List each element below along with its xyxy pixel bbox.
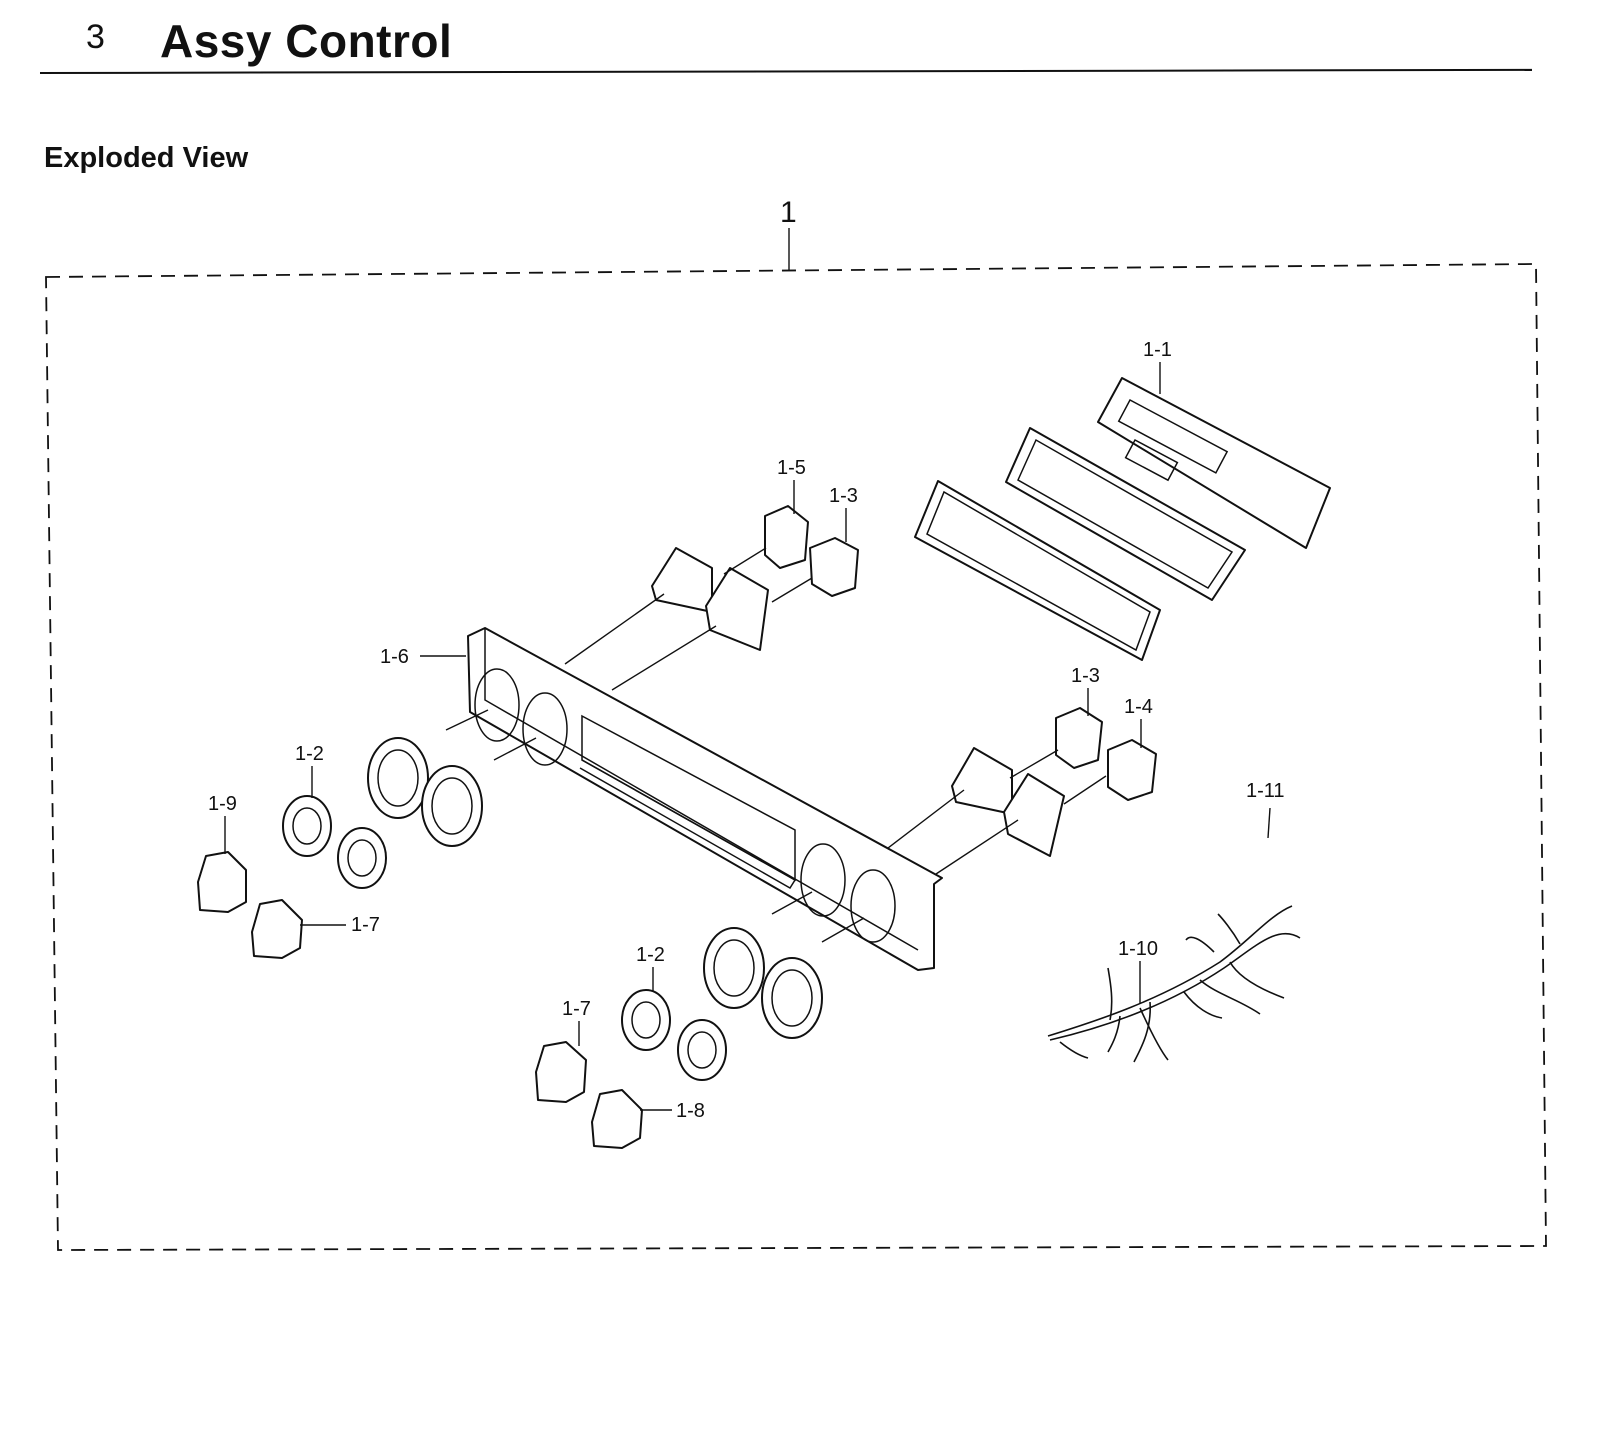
callout-1-6: 1-6	[380, 646, 409, 668]
callout-1-10: 1-10	[1118, 938, 1158, 960]
bracket-lower-right	[951, 747, 1065, 857]
assembly-label: 1	[780, 196, 797, 229]
page-title: Assy Control	[160, 15, 453, 67]
knob-rings-left	[282, 795, 387, 889]
display-frame-front	[1005, 427, 1246, 601]
touch-control-board	[1097, 377, 1331, 549]
knob-bezels-left	[367, 737, 483, 847]
switch-block-1-4	[1107, 739, 1157, 801]
switch-block-1-3-top	[809, 537, 859, 597]
callout-1-4: 1-4	[1124, 696, 1153, 718]
callout-1-7-bottom: 1-7	[562, 998, 591, 1020]
switch-block-1-5	[764, 505, 809, 569]
section-subtitle: Exploded View	[44, 142, 249, 174]
callout-1-8: 1-8	[676, 1100, 705, 1122]
callout-1-11: 1-11	[1246, 780, 1285, 802]
section-number: 3	[86, 18, 105, 56]
control-panel-part	[467, 627, 943, 971]
knob-bezels-bottom	[703, 927, 823, 1039]
callout-1-2-bottom: 1-2	[636, 944, 665, 966]
wire-harness	[1047, 905, 1301, 1063]
callout-1-7-left: 1-7	[351, 914, 380, 936]
knobs-left	[197, 851, 303, 959]
callout-1-5: 1-5	[777, 457, 806, 479]
callout-1-1: 1-1	[1143, 339, 1172, 361]
callout-1-9: 1-9	[208, 793, 237, 815]
callout-1-3-right: 1-3	[1071, 665, 1100, 687]
switch-block-1-3-right	[1055, 707, 1103, 769]
callout-1-3-top: 1-3	[829, 485, 858, 507]
callout-1-2-left: 1-2	[295, 743, 324, 765]
bracket-upper-left	[651, 547, 769, 651]
assembly-boundary	[45, 263, 1547, 1251]
knob-rings-bottom	[621, 989, 727, 1081]
knobs-bottom	[535, 1041, 643, 1149]
display-frame-rear	[914, 480, 1161, 661]
